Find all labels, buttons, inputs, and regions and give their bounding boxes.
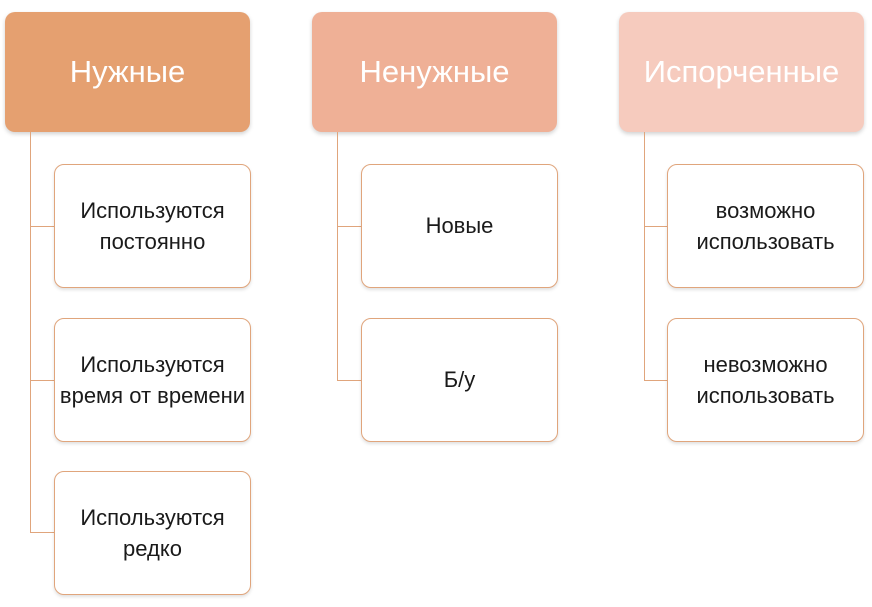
item-used-sometimes: Используются время от времени [54, 318, 251, 442]
connector-trunk [337, 132, 338, 380]
item-used-constantly: Используются постоянно [54, 164, 251, 288]
connector-branch [30, 380, 54, 381]
item-impossible-to-use: невозможно использовать [667, 318, 864, 442]
connector-branch [30, 532, 54, 533]
connector-branch [30, 226, 54, 227]
item-used-secondhand: Б/у [361, 318, 558, 442]
item-used-rarely: Используются редко [54, 471, 251, 595]
connector-branch [644, 380, 668, 381]
connector-trunk [30, 132, 31, 532]
item-possible-to-use: возможно использовать [667, 164, 864, 288]
connector-branch [644, 226, 668, 227]
connector-trunk [644, 132, 645, 380]
connector-branch [337, 226, 361, 227]
header-needed: Нужные [5, 12, 250, 132]
header-spoiled: Испорченные [619, 12, 864, 132]
header-unneeded: Ненужные [312, 12, 557, 132]
item-new: Новые [361, 164, 558, 288]
connector-branch [337, 380, 361, 381]
